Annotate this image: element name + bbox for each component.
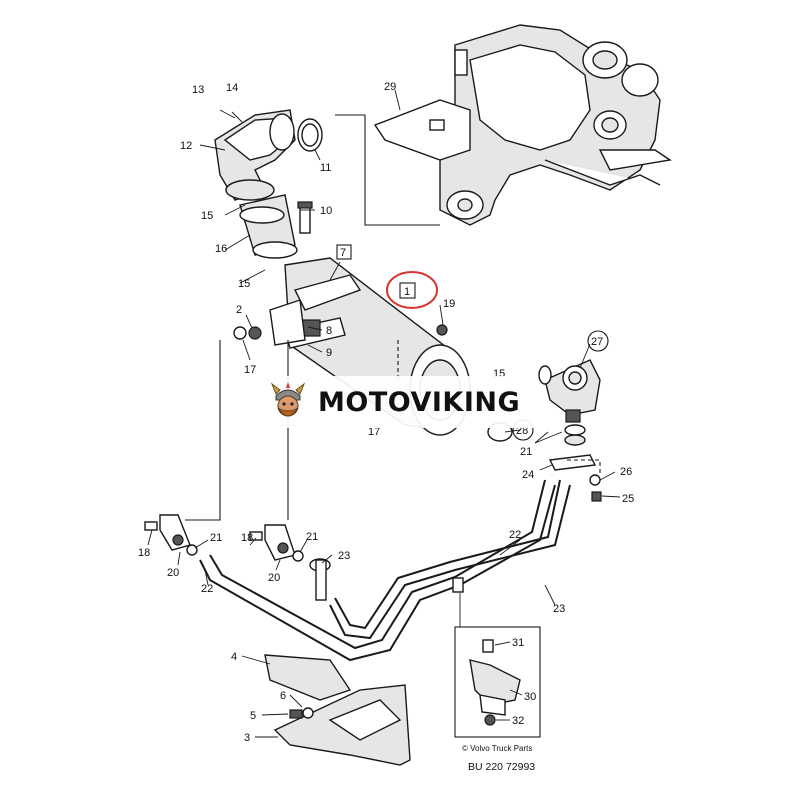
callout-17a: 17 — [244, 364, 256, 376]
callout-29: 29 — [384, 81, 396, 93]
callout-11: 11 — [320, 162, 331, 174]
valve-assembly — [538, 359, 602, 502]
viking-mascot-icon — [270, 382, 306, 417]
callout-21b: 21 — [306, 531, 318, 543]
mounting-brackets — [144, 514, 304, 562]
callout-circle-27 — [587, 330, 609, 352]
callout-4: 4 — [231, 651, 237, 663]
inset-detail — [454, 593, 541, 738]
callout-18a: 18 — [138, 547, 150, 559]
callout-15a: 15 — [201, 210, 213, 222]
callout-23a: 23 — [338, 550, 350, 562]
callout-16: 16 — [215, 243, 227, 255]
callout-box-7 — [336, 244, 352, 260]
watermark-text: MOTOVIKING — [318, 386, 521, 418]
callout-20a: 20 — [167, 567, 179, 579]
elbow-pipe-assembly — [214, 109, 323, 259]
callout-10: 10 — [320, 205, 332, 217]
callout-13: 13 — [192, 84, 204, 96]
callout-22a: 22 — [201, 583, 213, 595]
highlight-circle — [386, 271, 438, 309]
callout-3: 3 — [244, 732, 250, 744]
callout-5: 5 — [250, 710, 256, 722]
callout-25: 25 — [622, 493, 634, 505]
callout-numbers: 1 2 3 4 5 6 7 8 9 10 11 12 13 14 15 15 1… — [138, 81, 634, 744]
callout-19: 19 — [443, 298, 455, 310]
watermark-banner: MOTOVIKING — [262, 376, 534, 428]
callout-15b: 15 — [238, 278, 250, 290]
callout-27: 27 — [591, 336, 603, 348]
callout-30: 30 — [524, 691, 536, 703]
bottom-shield — [264, 654, 411, 766]
engine-housing — [373, 24, 672, 226]
callout-22b: 22 — [509, 529, 521, 541]
callout-20b: 20 — [268, 572, 280, 584]
leader-lines — [147, 109, 621, 738]
callout-17b: 17 — [368, 426, 380, 438]
callout-31: 31 — [512, 637, 524, 649]
callout-18b: 18 — [241, 532, 253, 544]
callout-26: 26 — [620, 466, 632, 478]
callout-14: 14 — [226, 82, 238, 94]
drawing-number: BU 220 72993 — [468, 761, 536, 773]
callout-8: 8 — [326, 325, 332, 337]
callout-6: 6 — [280, 690, 286, 702]
callout-21a: 21 — [210, 532, 222, 544]
callout-box-1 — [399, 282, 416, 299]
callout-7: 7 — [340, 247, 346, 259]
callout-32: 32 — [512, 715, 524, 727]
callout-2: 2 — [236, 304, 242, 316]
callout-21c: 21 — [520, 446, 532, 458]
fuel-pipes — [199, 479, 571, 662]
callout-24: 24 — [522, 469, 534, 481]
callout-9: 9 — [326, 347, 332, 359]
callout-12: 12 — [180, 140, 192, 152]
copyright-notice: © Volvo Truck Parts — [462, 744, 533, 753]
callout-23b: 23 — [553, 603, 565, 615]
callout-28: 28 — [516, 425, 528, 437]
callout-1: 1 — [404, 286, 410, 298]
